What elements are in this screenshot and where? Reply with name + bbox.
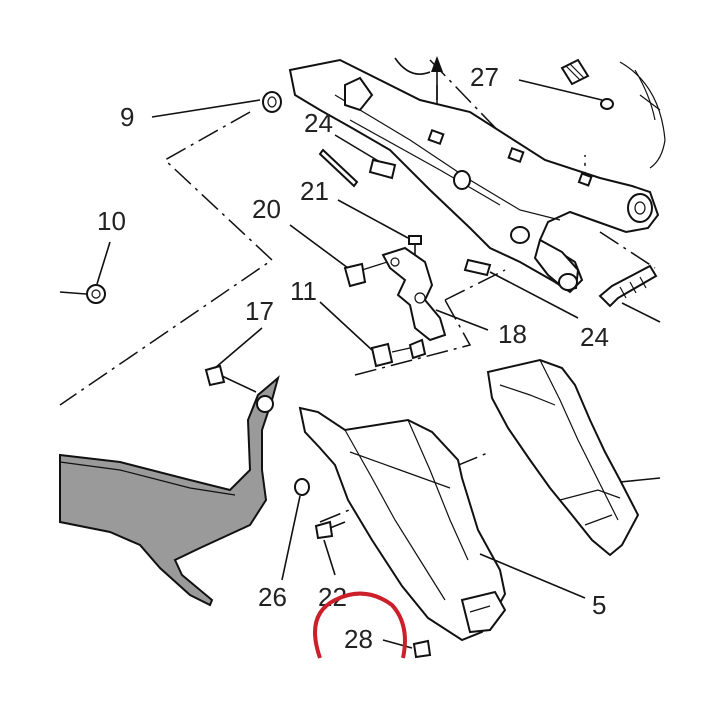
callout-28: 28: [344, 624, 373, 654]
part-11-clip-nut: [370, 338, 427, 368]
callout-26: 26: [258, 582, 287, 612]
part-5-side-panel: [298, 406, 507, 642]
right-air-duct: [486, 358, 640, 557]
upper-right-component: [619, 61, 666, 169]
part-28-screw: [412, 639, 432, 659]
rear-bolt: [598, 264, 658, 308]
callout-17: 17: [245, 296, 274, 326]
part-24-upper-strip: [318, 148, 397, 188]
part-17-screw: [204, 364, 257, 393]
exhaust-muffler: [59, 375, 280, 607]
part-9-grommet: [262, 91, 282, 113]
callout-21: 21: [300, 176, 329, 206]
frame-swingarm: [288, 58, 660, 294]
callout-10: 10: [97, 206, 126, 236]
callout-5: 5: [592, 590, 606, 620]
callout-27: 27: [470, 62, 499, 92]
part-22-screw: [314, 520, 346, 540]
leader-lines: [59, 79, 661, 649]
callout-9: 9: [120, 102, 134, 132]
callout-24-upper: 24: [304, 108, 333, 138]
highlight-circle: [313, 591, 407, 659]
callout-18: 18: [498, 319, 527, 349]
direction-arrow: [394, 56, 443, 100]
part-24-lower-pad: [463, 258, 492, 277]
part-18-bracket: [381, 246, 447, 342]
part-26-grommet: [294, 478, 310, 496]
part-10-nut: [86, 284, 106, 304]
callout-labels: 9 10 24 20 21 11 17 27 18 24 26 22 28 5: [97, 62, 609, 654]
callout-11: 11: [290, 276, 317, 306]
callout-24-lower: 24: [580, 322, 609, 352]
part-27-bolt: [560, 58, 614, 110]
callout-20: 20: [252, 194, 281, 224]
